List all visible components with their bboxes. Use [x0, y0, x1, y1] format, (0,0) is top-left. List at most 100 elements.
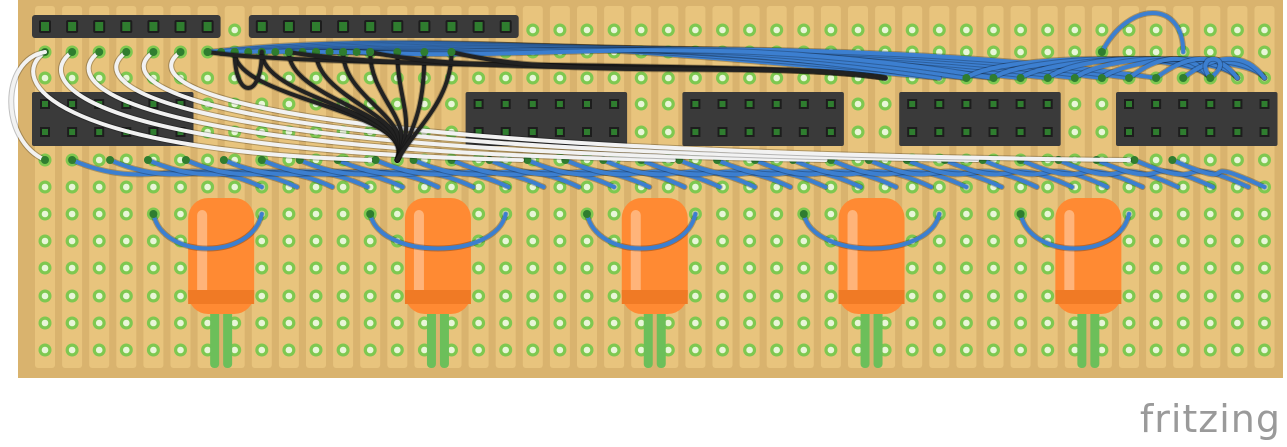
pad-hole — [285, 319, 293, 327]
socket-pin — [150, 129, 157, 135]
blue-wire — [1099, 11, 1186, 54]
socket-pin — [1207, 129, 1214, 135]
pad-hole — [692, 319, 699, 327]
blue-wire — [980, 158, 1110, 189]
blue-wire — [866, 158, 1004, 189]
pad-hole — [258, 346, 266, 354]
pad-hole — [692, 237, 699, 245]
pad-hole — [204, 346, 211, 354]
pad-hole — [1234, 48, 1241, 56]
pad-hole — [1179, 183, 1187, 191]
wire-end — [143, 156, 152, 164]
socket-pin — [475, 129, 482, 135]
led-rim — [838, 290, 905, 304]
socket-pin — [177, 101, 184, 107]
pad-hole — [1017, 264, 1024, 272]
leds — [188, 198, 1122, 368]
pad-hole — [41, 237, 49, 245]
pad-hole — [177, 264, 184, 272]
pad-hole — [1207, 346, 1214, 354]
pad-hole — [692, 292, 699, 300]
pad-hole — [556, 183, 564, 191]
pad-hole — [637, 100, 645, 108]
pad-hole — [827, 74, 835, 82]
pad-hole — [583, 74, 591, 82]
pad-hole — [95, 183, 103, 191]
pad-hole — [963, 319, 970, 327]
pad-hole — [800, 74, 808, 82]
wire-end — [68, 156, 77, 164]
pad-hole — [95, 264, 103, 272]
pad-hole — [963, 26, 970, 34]
wire-end — [339, 48, 348, 56]
wire-end — [447, 48, 456, 56]
socket-pin — [1153, 129, 1160, 135]
blue-wire — [1181, 56, 1267, 80]
pad-hole — [285, 100, 293, 108]
pad-hole — [502, 237, 510, 245]
pad-hole — [448, 183, 455, 191]
pad-hole — [123, 156, 130, 164]
pad-hole — [1207, 319, 1214, 327]
pad-hole — [1261, 210, 1268, 218]
pad-hole — [881, 319, 889, 327]
pad-hole — [1152, 319, 1160, 327]
wire-end — [799, 210, 808, 218]
pad-hole — [1044, 346, 1051, 354]
pad-hole — [719, 237, 726, 245]
pad-hole — [773, 26, 780, 34]
pad-hole — [908, 183, 916, 191]
pad-hole — [583, 346, 591, 354]
pad-hole — [908, 26, 916, 34]
pad-hole — [1234, 26, 1241, 34]
pad-hole — [1152, 292, 1160, 300]
blue-wire — [1170, 158, 1267, 189]
pad-hole — [746, 210, 753, 218]
pad-hole — [1234, 156, 1241, 164]
pad-hole — [502, 319, 510, 327]
socket-pin — [773, 101, 780, 107]
pad-hole — [936, 346, 943, 354]
pad-hole — [475, 74, 482, 82]
led-rim — [621, 290, 688, 304]
pad-hole — [637, 346, 645, 354]
top-pin-header — [32, 15, 519, 38]
wire-end — [1043, 74, 1052, 82]
wire-end — [176, 48, 185, 56]
pad-hole — [312, 264, 320, 272]
pad-hole — [366, 264, 374, 272]
wire-end — [122, 48, 131, 56]
pad-hole — [394, 210, 401, 218]
pad-hole — [95, 237, 103, 245]
pad-hole — [448, 319, 455, 327]
pad-hole — [123, 183, 130, 191]
pad-hole — [285, 156, 293, 164]
pad-hole — [556, 74, 564, 82]
pad-hole — [150, 237, 157, 245]
pad-hole — [394, 100, 401, 108]
led-rim — [188, 290, 255, 304]
pad-hole — [610, 292, 618, 300]
pad-hole — [1044, 183, 1051, 191]
pad-hole — [258, 264, 266, 272]
pad-hole — [231, 346, 238, 354]
white-wire — [31, 50, 373, 162]
pad-hole — [1234, 346, 1241, 354]
pad-hole — [177, 210, 184, 218]
pad-hole — [1098, 128, 1106, 136]
pad-hole — [258, 237, 266, 245]
white-wire — [114, 50, 828, 162]
socket-pin — [1017, 101, 1024, 107]
wire-end — [371, 156, 380, 164]
header-pin — [41, 22, 49, 31]
pad-hole — [339, 346, 347, 354]
pad-hole — [665, 74, 672, 82]
pad-hole — [637, 319, 645, 327]
socket-pin — [502, 101, 509, 107]
pad-hole — [1071, 128, 1079, 136]
pad-hole — [529, 237, 537, 245]
white-wire — [141, 50, 980, 162]
pad-hole — [1017, 26, 1024, 34]
socket-headers — [32, 92, 1278, 146]
pad-hole — [312, 210, 320, 218]
